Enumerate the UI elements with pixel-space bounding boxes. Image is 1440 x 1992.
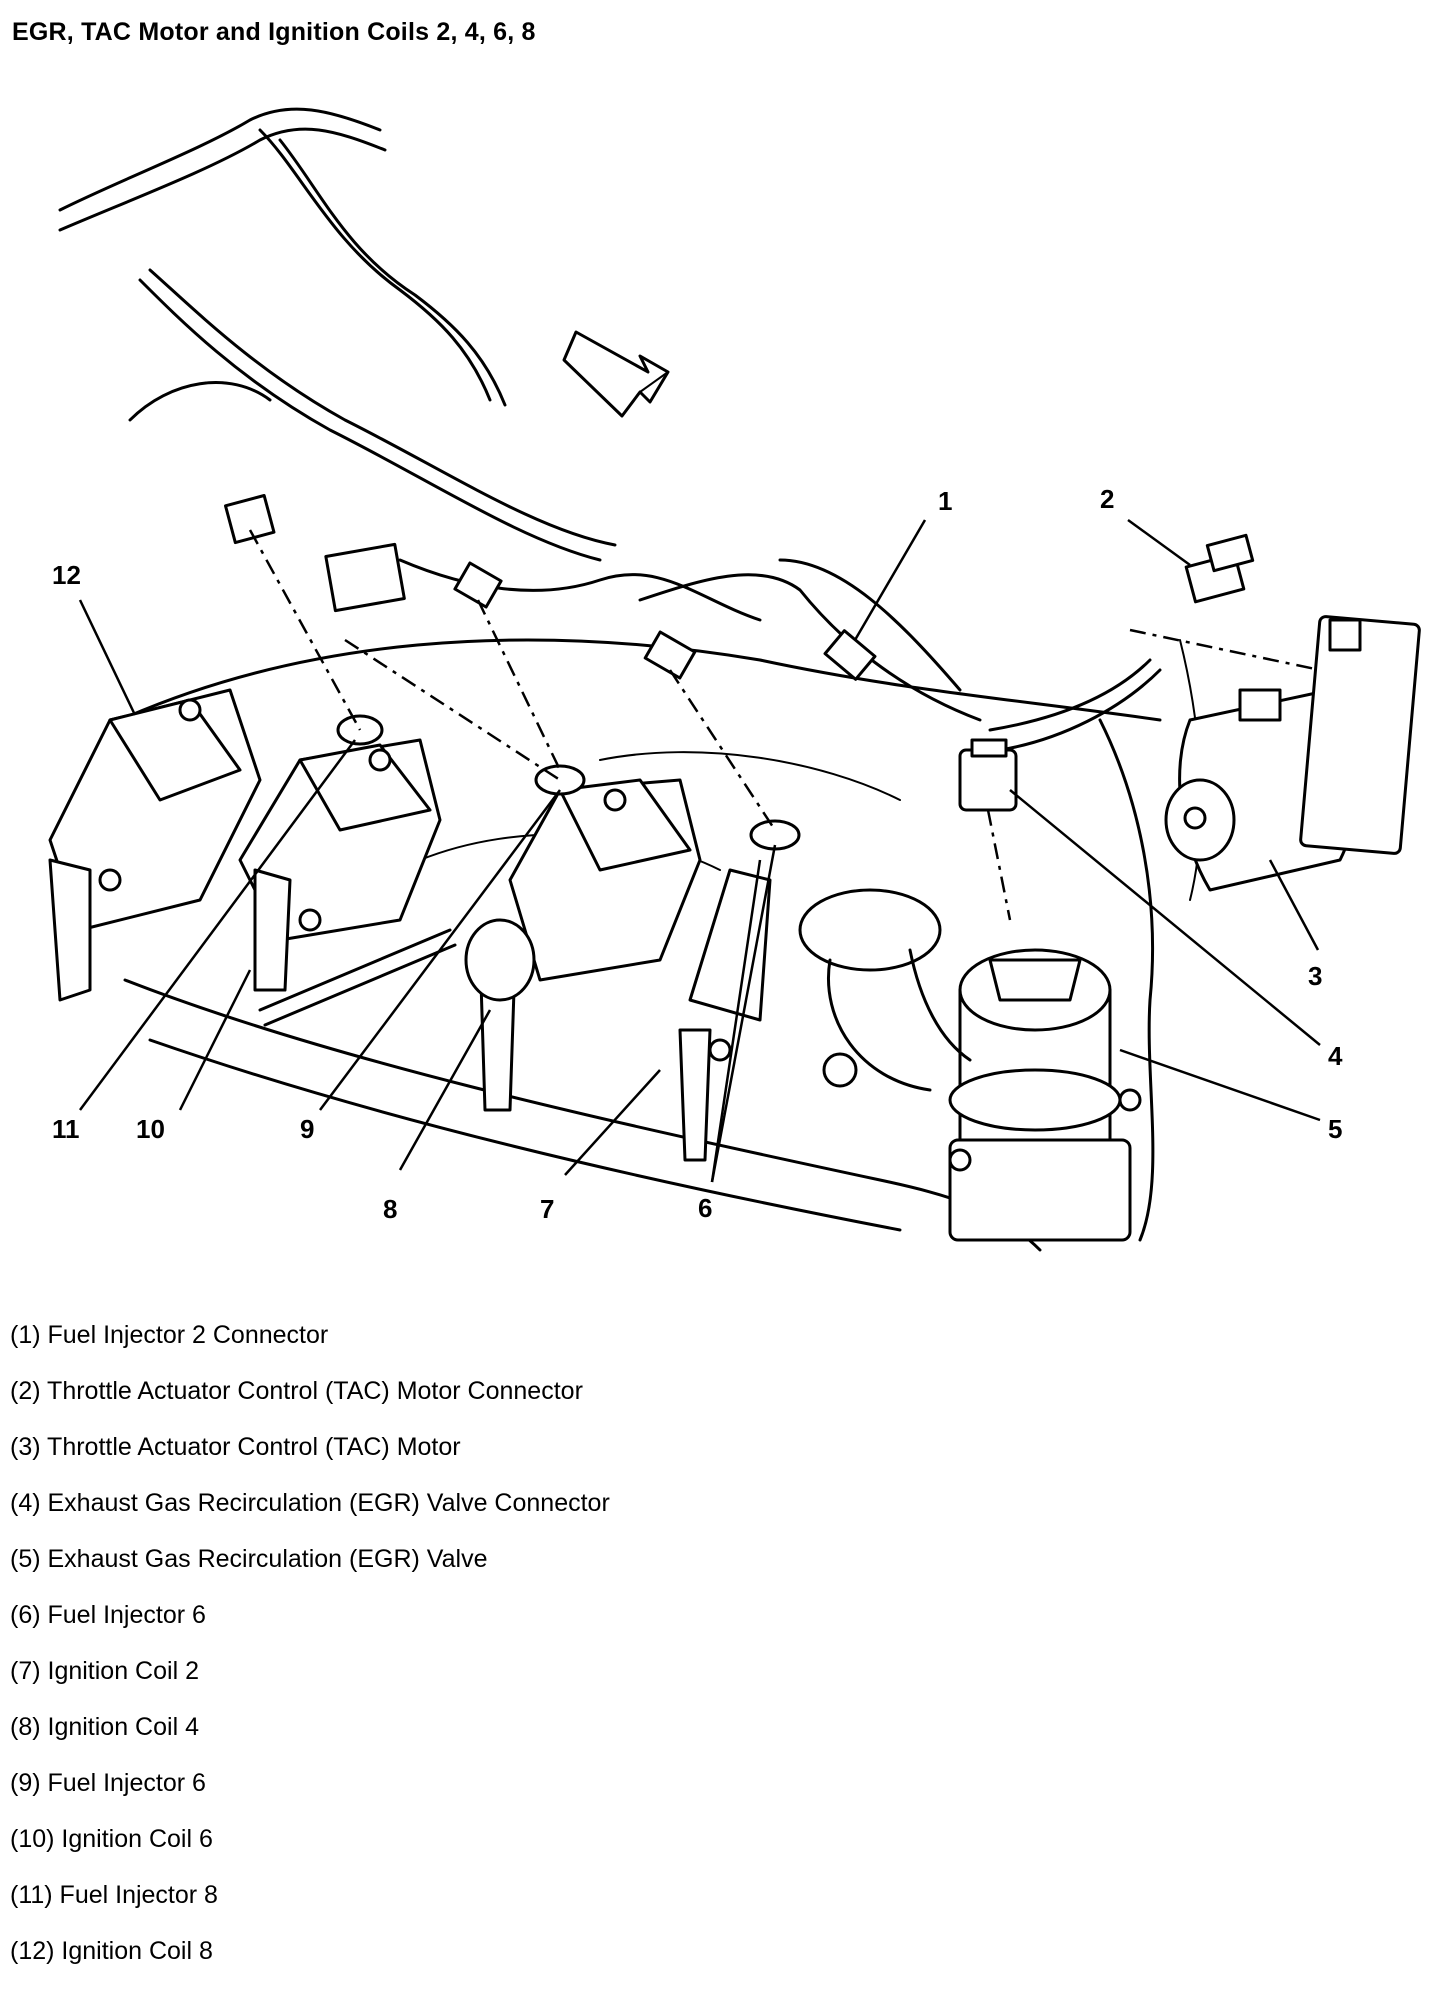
legend-item: (8) Ignition Coil 4 (10, 1713, 199, 1741)
legend-item: (10) Ignition Coil 6 (10, 1825, 213, 1853)
fuel-injectors (258, 714, 801, 1027)
legend-item: (4) Exhaust Gas Recirculation (EGR) Valv… (10, 1489, 610, 1517)
legend-item: (12) Ignition Coil 8 (10, 1937, 213, 1965)
egr-valve-connector (958, 738, 1018, 921)
legend-item: (2) Throttle Actuator Control (TAC) Moto… (10, 1377, 583, 1405)
legend-item: (11) Fuel Injector 8 (10, 1881, 218, 1909)
legend-item: (3) Throttle Actuator Control (TAC) Moto… (10, 1433, 461, 1461)
callout-4: 4 (1328, 1041, 1343, 1071)
wiring-harness (58, 107, 1162, 752)
harness-connectors (224, 494, 877, 681)
connector-alignment-lines (248, 529, 777, 831)
callout-leader-lines (78, 518, 1321, 1183)
legend-item: (1) Fuel Injector 2 Connector (10, 1321, 329, 1349)
callout-11: 11 (52, 1114, 80, 1144)
legend-item: (9) Fuel Injector 6 (10, 1769, 206, 1797)
callout-6: 6 (698, 1193, 712, 1223)
callout-numbers: 1 2 3 4 5 6 7 8 9 10 11 12 (52, 484, 1343, 1224)
callout-8: 8 (383, 1194, 397, 1224)
ignition-coil-6 (238, 738, 442, 992)
legend-item: (7) Ignition Coil 2 (10, 1657, 199, 1685)
tac-motor (1164, 615, 1421, 892)
ignition-coil-8 (48, 688, 262, 1002)
callout-3: 3 (1308, 961, 1322, 991)
callout-2: 2 (1100, 484, 1114, 514)
callout-1: 1 (938, 486, 952, 516)
callout-9: 9 (300, 1114, 314, 1144)
component-legend: (1) Fuel Injector 2 Connector (2) Thrott… (10, 1320, 610, 1992)
egr-valve (948, 948, 1142, 1242)
callout-5: 5 (1328, 1114, 1342, 1144)
callout-7: 7 (540, 1194, 554, 1224)
tac-motor-connector (1129, 533, 1321, 672)
legend-item: (5) Exhaust Gas Recirculation (EGR) Valv… (10, 1545, 488, 1573)
legend-item: (6) Fuel Injector 6 (10, 1601, 206, 1629)
throttle-body (798, 888, 972, 1092)
engine-component-illustration: 1 2 3 4 5 6 7 8 9 10 11 12 (48, 107, 1421, 1252)
front-direction-arrow (562, 330, 670, 418)
callout-10: 10 (136, 1114, 165, 1144)
diagram-title: EGR, TAC Motor and Ignition Coils 2, 4, … (12, 18, 536, 46)
callout-12: 12 (52, 560, 81, 590)
